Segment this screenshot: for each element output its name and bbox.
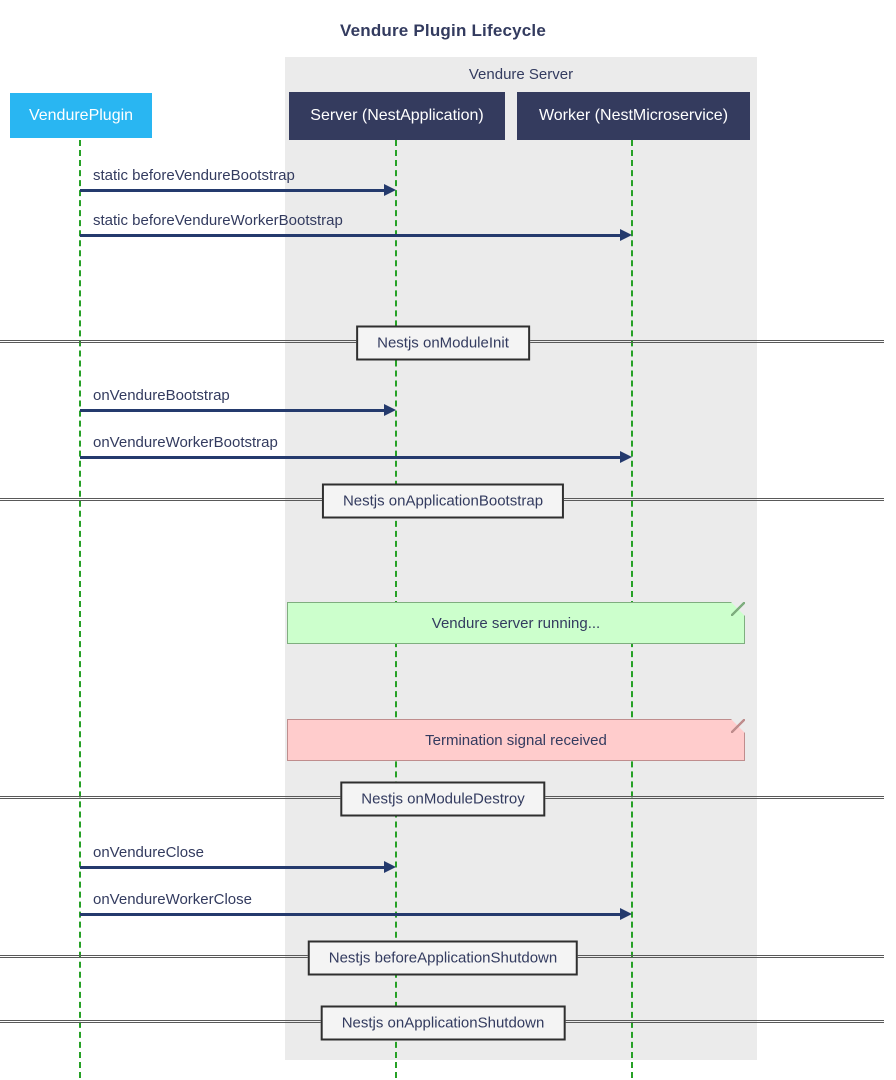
- message-label: onVendureClose: [93, 844, 204, 861]
- message-static-before-vendure-worker-bootstrap: static beforeVendureWorkerBootstrap: [80, 212, 632, 241]
- note-label: Termination signal received: [425, 731, 607, 749]
- note-fold-icon: [731, 719, 745, 733]
- message-arrow: [80, 229, 632, 241]
- message-label: onVendureBootstrap: [93, 387, 230, 404]
- message-on-vendure-close: onVendureClose: [80, 844, 396, 873]
- actor-worker: Worker (NestMicroservice): [517, 92, 750, 140]
- message-arrow: [80, 404, 396, 416]
- arrowhead-icon: [620, 451, 632, 463]
- divider-label: Nestjs onModuleDestroy: [340, 781, 546, 817]
- note-label: Vendure server running...: [431, 614, 601, 632]
- arrowhead-icon: [384, 861, 396, 873]
- divider-label: Nestjs onApplicationShutdown: [320, 1005, 566, 1041]
- message-arrow: [80, 451, 632, 463]
- message-label: static beforeVendureWorkerBootstrap: [93, 212, 343, 229]
- note-fold-icon: [731, 602, 745, 616]
- group-label: Vendure Server: [468, 66, 574, 83]
- divider-label: Nestjs beforeApplicationShutdown: [307, 940, 579, 976]
- actor-server: Server (NestApplication): [289, 92, 505, 140]
- arrowhead-icon: [620, 229, 632, 241]
- message-on-vendure-worker-close: onVendureWorkerClose: [80, 891, 632, 920]
- message-arrow: [80, 861, 396, 873]
- divider-label: Nestjs onApplicationBootstrap: [321, 483, 565, 519]
- message-label: onVendureWorkerClose: [93, 891, 252, 908]
- diagram-title: Vendure Plugin Lifecycle: [339, 21, 547, 40]
- message-on-vendure-bootstrap: onVendureBootstrap: [80, 387, 396, 416]
- message-label: static beforeVendureBootstrap: [93, 167, 295, 184]
- message-on-vendure-worker-bootstrap: onVendureWorkerBootstrap: [80, 434, 632, 463]
- divider-label: Nestjs onModuleInit: [356, 325, 530, 361]
- lifeline-vendure-plugin: [79, 140, 81, 1078]
- message-static-before-vendure-bootstrap: static beforeVendureBootstrap: [80, 167, 396, 196]
- note-termination-signal: Termination signal received: [287, 719, 745, 761]
- arrowhead-icon: [384, 404, 396, 416]
- message-arrow: [80, 908, 632, 920]
- arrowhead-icon: [620, 908, 632, 920]
- group-vendure-server: Vendure Server: [285, 57, 757, 1060]
- message-arrow: [80, 184, 396, 196]
- arrowhead-icon: [384, 184, 396, 196]
- actor-vendure-plugin: VendurePlugin: [10, 93, 152, 138]
- message-label: onVendureWorkerBootstrap: [93, 434, 278, 451]
- note-server-running: Vendure server running...: [287, 602, 745, 644]
